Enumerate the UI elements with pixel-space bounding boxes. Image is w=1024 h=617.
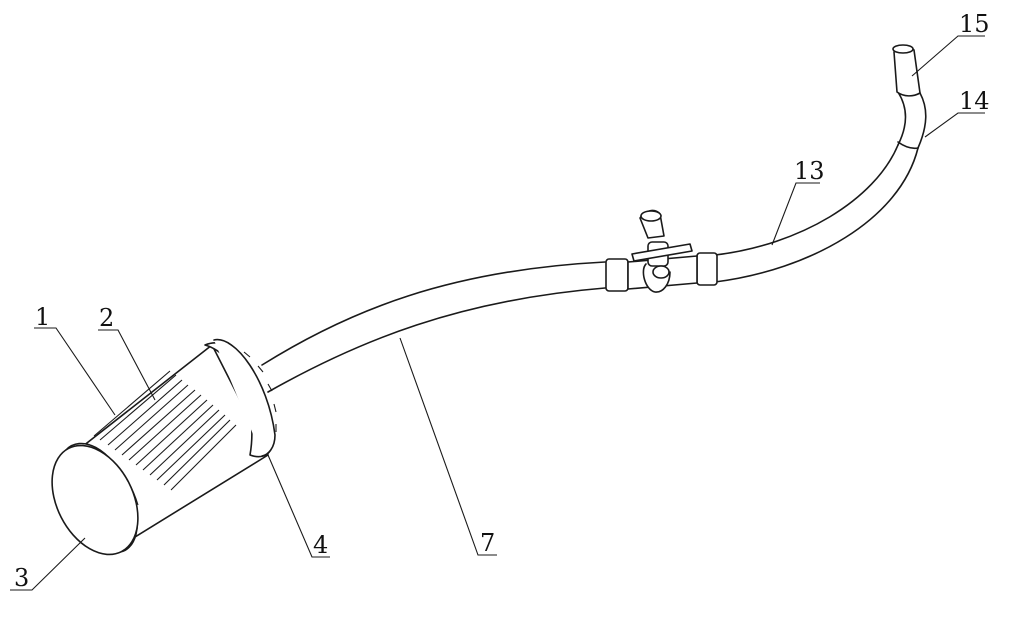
cup xyxy=(51,338,277,556)
tip-15 xyxy=(892,44,921,97)
tube-14 xyxy=(897,91,927,150)
label-1: 1 xyxy=(35,303,50,331)
label-4: 4 xyxy=(313,531,328,559)
hose-7 xyxy=(261,261,606,393)
coupling-left xyxy=(605,258,629,292)
hose-13 xyxy=(714,144,919,283)
leader-lines xyxy=(10,35,985,591)
label-13: 13 xyxy=(794,157,825,185)
label-15: 15 xyxy=(959,10,990,38)
ribs-2 xyxy=(93,370,237,491)
label-7: 7 xyxy=(480,529,495,557)
coupling-right xyxy=(696,252,718,286)
part-labels: 1 2 3 4 7 13 14 15 xyxy=(14,10,990,592)
label-2: 2 xyxy=(99,304,114,332)
valve xyxy=(627,209,698,293)
label-3: 3 xyxy=(14,564,29,592)
label-14: 14 xyxy=(959,87,990,115)
